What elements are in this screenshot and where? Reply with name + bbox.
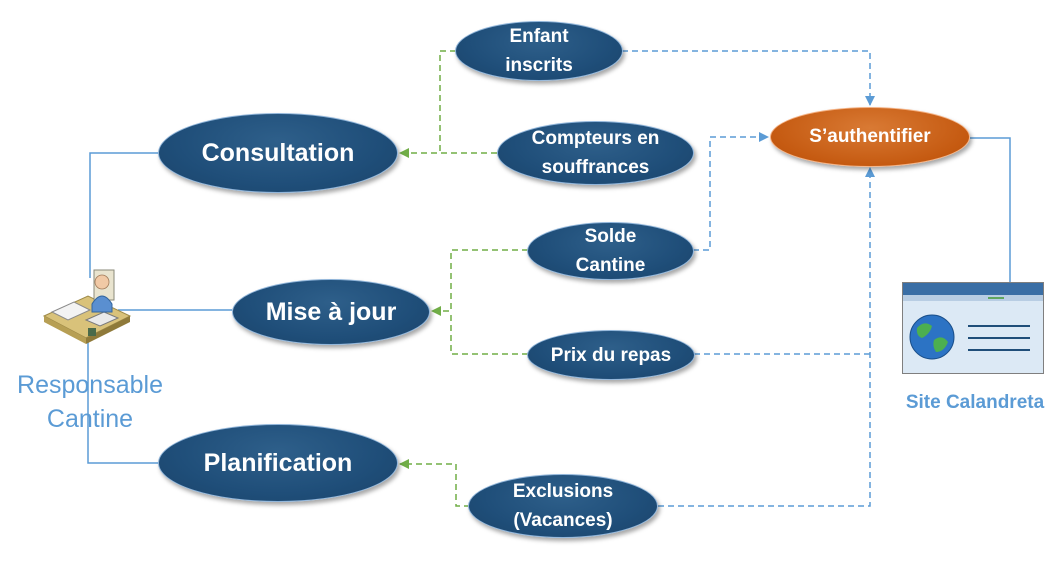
use-case-label-line: Compteurs en — [531, 128, 660, 149]
use-case-label-line: inscrits — [505, 55, 573, 76]
use-case-label-line: (Vacances) — [513, 510, 613, 531]
association-planification — [87, 342, 158, 464]
actor-associations — [87, 137, 1011, 464]
use-case-enfant-inscrits[interactable]: Enfant inscrits — [455, 21, 623, 81]
use-case-planification[interactable]: Planification — [158, 424, 398, 502]
office-worker-icon — [40, 268, 132, 355]
use-case-consultation[interactable]: Consultation — [158, 113, 398, 193]
use-case-label: S’authentifier — [809, 126, 931, 147]
relation-exclusions-planification — [399, 459, 470, 507]
relation-solde-mise-a-jour — [431, 249, 528, 316]
use-case-label-line: Enfant — [509, 26, 569, 47]
relation-exclusions-auth — [658, 167, 875, 507]
use-case-label: Consultation — [201, 138, 355, 167]
use-case-label-line: Prix du repas — [550, 344, 672, 366]
use-case-label-line: souffrances — [541, 157, 650, 178]
relation-prix-mise-a-jour — [450, 311, 528, 355]
use-case-label: Mise à jour — [265, 297, 397, 326]
use-case-label-line: Cantine — [575, 255, 646, 276]
use-case-mise-a-jour[interactable]: Mise à jour — [232, 279, 430, 345]
auth-relations — [622, 50, 875, 507]
use-case-label-line: Solde — [584, 226, 637, 247]
association-site — [970, 137, 1011, 283]
use-case-compteurs[interactable]: Compteurs en souffrances — [497, 121, 694, 185]
association-consultation — [89, 152, 158, 278]
include-relations — [399, 50, 528, 507]
actor-label-site: Site Calandreta — [905, 392, 1045, 413]
use-case-label: Planification — [203, 448, 353, 477]
relation-solde-auth — [693, 132, 769, 251]
use-case-label-line: Exclusions — [512, 481, 614, 502]
web-page-globe-icon — [902, 282, 1044, 379]
use-case-authentifier[interactable]: S’authentifier — [770, 107, 970, 167]
relation-enfant-auth — [622, 50, 875, 106]
relation-enfant-consultation — [439, 50, 456, 153]
use-case-solde-cantine[interactable]: Solde Cantine — [527, 222, 694, 280]
use-case-prix-repas[interactable]: Prix du repas — [527, 330, 695, 380]
use-case-exclusions[interactable]: Exclusions (Vacances) — [468, 474, 658, 538]
